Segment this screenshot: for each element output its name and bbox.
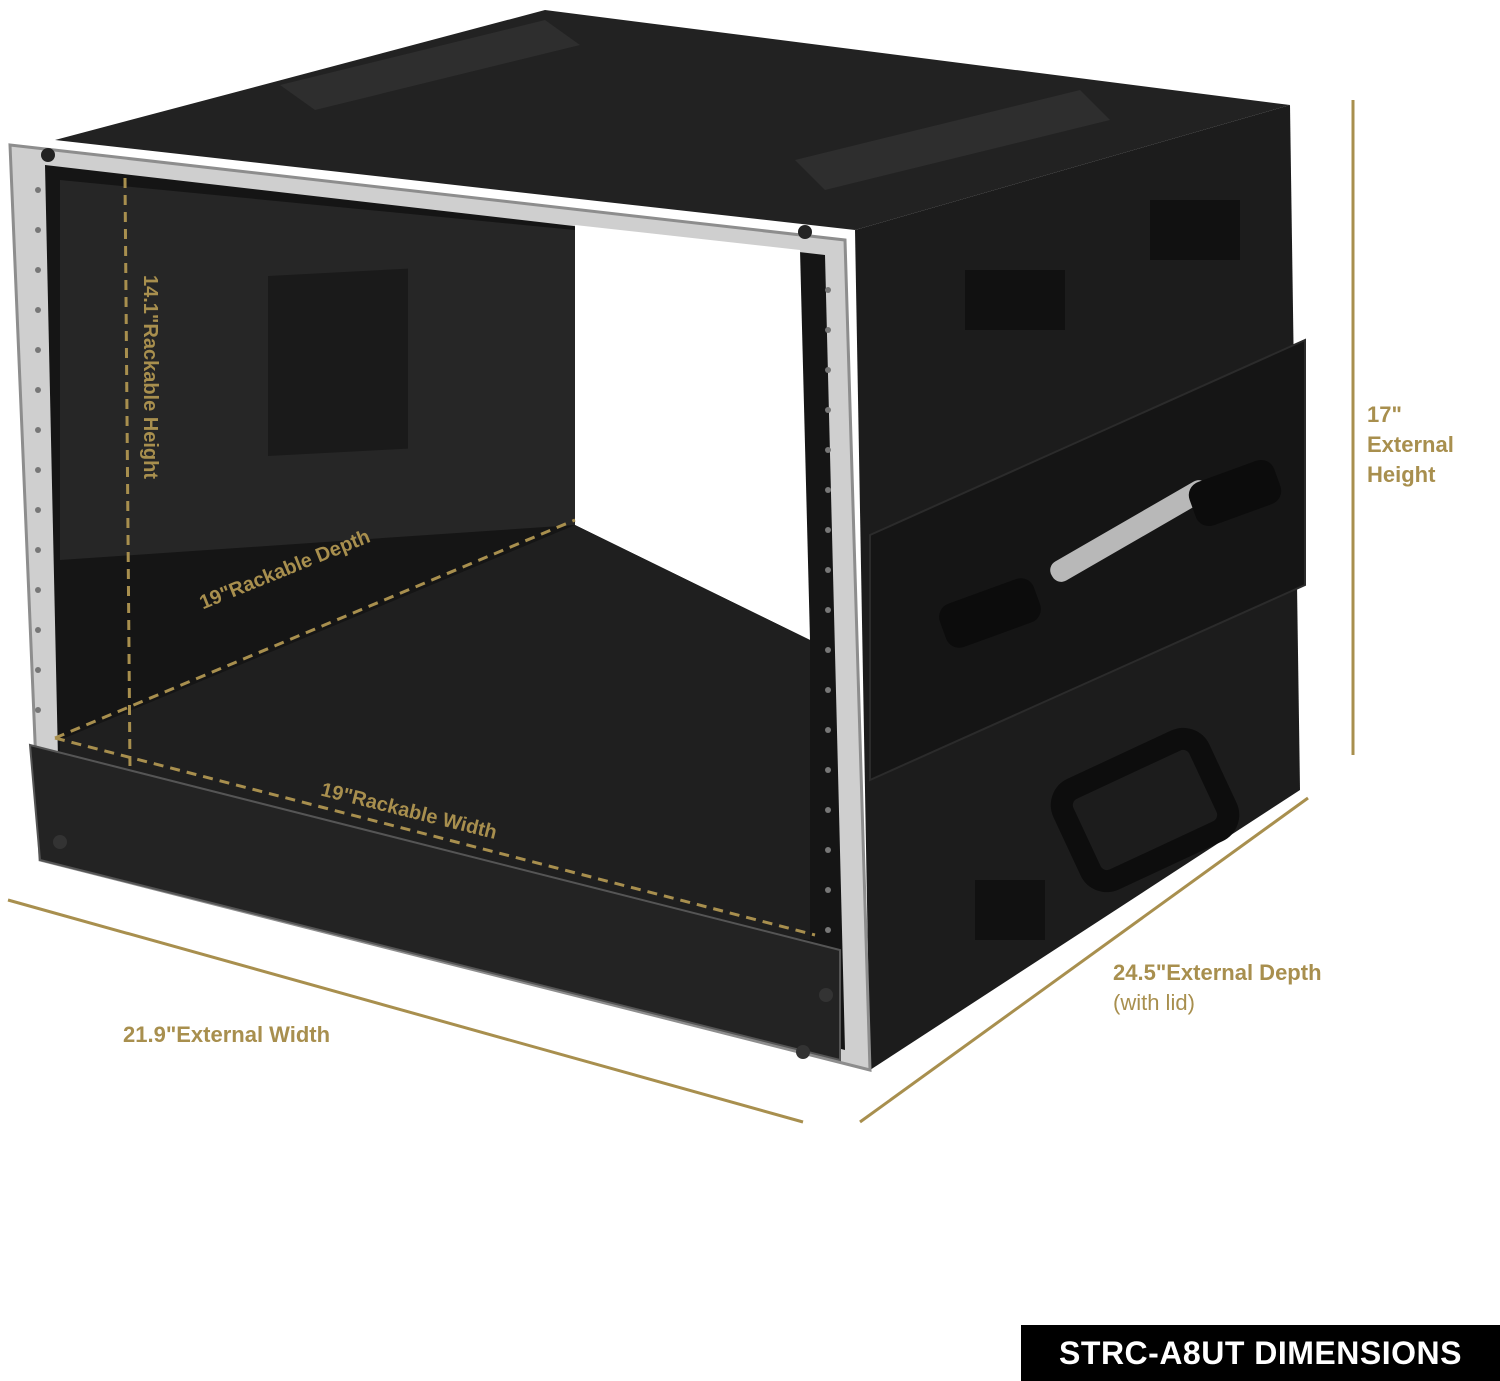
top-pad-left <box>280 20 580 110</box>
screw-top-left <box>41 148 55 162</box>
side-foot-upper-right <box>1150 200 1240 260</box>
external-depth-note: (with lid) <box>1113 990 1195 1015</box>
external-height-line2: Height <box>1367 462 1436 487</box>
external-height-line1: External <box>1367 432 1454 457</box>
screw-top-right <box>798 225 812 239</box>
rack-rail-left <box>35 187 41 713</box>
rackable-width-guide <box>54 736 816 937</box>
rackable-depth-guide <box>54 518 576 740</box>
screw-bottom-right-upper <box>819 988 833 1002</box>
side-handle-bar <box>1050 480 1210 582</box>
side-handle-grip-left <box>939 578 1041 648</box>
rackable-height-text: 14.1"Rackable Height <box>139 275 161 480</box>
interior-plate <box>268 268 408 456</box>
external-width-text: 21.9"External Width <box>123 1022 331 1047</box>
external-depth-line <box>859 796 1309 1124</box>
external-width-label: 21.9"External Width <box>123 1020 330 1050</box>
side-foot-lower <box>975 880 1045 940</box>
screw-bottom-right-lower <box>796 1045 810 1059</box>
external-depth-text: 24.5"External Depth <box>1113 960 1322 985</box>
screw-bottom-left <box>53 835 67 849</box>
model-dimensions-badge: STRC-A8UT DIMENSIONS <box>1021 1325 1500 1381</box>
cavity-opening <box>575 225 810 640</box>
top-pad-right <box>795 90 1110 190</box>
external-height-value: 17" <box>1367 402 1402 427</box>
side-foot-upper <box>965 270 1065 330</box>
external-depth-label: 24.5"External Depth (with lid) <box>1113 958 1322 1018</box>
rackable-height-label: 14.1"Rackable Height <box>135 275 165 595</box>
external-height-label: 17" External Height <box>1367 400 1454 490</box>
rackable-height-guide <box>123 177 132 771</box>
trolley-handle <box>1050 727 1240 893</box>
front-bottom-plate <box>28 743 841 1062</box>
side-handle-grip-right <box>1188 459 1282 527</box>
external-width-line <box>7 898 804 1124</box>
rack-rail-right <box>825 287 831 933</box>
